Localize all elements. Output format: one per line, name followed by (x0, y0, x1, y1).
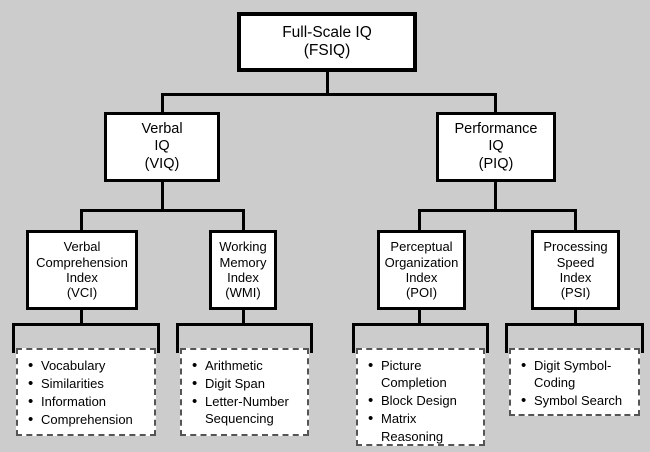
connector-drop-vci (80, 209, 83, 231)
list-item: Arithmetic (192, 356, 301, 376)
list-item: Vocabulary (28, 356, 148, 376)
list-item: Matrix Reasoning (368, 409, 477, 444)
node-verbal-iq-label: Verbal IQ (VIQ) (141, 121, 183, 172)
list-item: Similarities (28, 374, 148, 394)
subtest-items-wmi: Arithmetic Digit Span Letter-Number Sequ… (190, 356, 301, 428)
connector-drop-poi (418, 209, 421, 231)
connector-verbal-index-bus (80, 209, 245, 212)
node-vci-label: Verbal Comprehension Index (VCI) (36, 239, 128, 301)
node-poi-label: Perceptual Organization Index (POI) (384, 239, 459, 301)
connector-verbal-iq-stem (161, 182, 164, 210)
list-item: Letter-Number Sequencing (192, 392, 301, 427)
connector-drop-verbal-iq (161, 93, 164, 114)
connector-performance-index-bus (418, 209, 577, 212)
connector-tier2-bus (161, 93, 497, 96)
node-wmi-label: Working Memory Index (WMI) (219, 239, 267, 301)
bracket-psi (505, 323, 644, 353)
list-item: Information (28, 392, 148, 412)
connector-drop-psi (574, 209, 577, 231)
connector-poi-stem (418, 310, 421, 324)
subtest-items-vci: Vocabulary Similarities Information Comp… (26, 356, 148, 430)
list-item: Comprehension (28, 410, 148, 430)
node-vci[interactable]: Verbal Comprehension Index (VCI) (26, 230, 138, 310)
bracket-wmi (176, 323, 313, 353)
connector-drop-performance-iq (494, 93, 497, 114)
node-performance-iq-label: Performance IQ (PIQ) (454, 121, 538, 172)
subtest-list-poi[interactable]: Picture Completion Block Design Matrix R… (356, 348, 485, 446)
node-wmi[interactable]: Working Memory Index (WMI) (209, 230, 277, 310)
connector-vci-stem (80, 310, 83, 324)
list-item: Picture Completion (368, 356, 477, 391)
bracket-vci (12, 323, 160, 353)
node-poi[interactable]: Perceptual Organization Index (POI) (377, 230, 466, 310)
node-psi[interactable]: Processing Speed Index (PSI) (531, 230, 620, 310)
node-performance-iq[interactable]: Performance IQ (PIQ) (436, 112, 556, 182)
node-verbal-iq[interactable]: Verbal IQ (VIQ) (104, 112, 220, 182)
subtest-items-poi: Picture Completion Block Design Matrix R… (366, 356, 477, 445)
subtest-list-vci[interactable]: Vocabulary Similarities Information Comp… (16, 348, 156, 436)
node-full-scale-iq-label: Full-Scale IQ (FSIQ) (282, 23, 372, 59)
connector-performance-iq-stem (494, 182, 497, 210)
node-psi-label: Processing Speed Index (PSI) (543, 239, 608, 301)
list-item: Digit Span (192, 374, 301, 394)
subtest-list-wmi[interactable]: Arithmetic Digit Span Letter-Number Sequ… (180, 348, 309, 436)
list-item: Block Design (368, 391, 477, 411)
connector-wmi-stem (242, 310, 245, 324)
bracket-poi (352, 323, 489, 353)
subtest-items-psi: Digit Symbol-Coding Symbol Search (519, 356, 632, 411)
subtest-list-psi[interactable]: Digit Symbol-Coding Symbol Search (509, 348, 640, 416)
connector-root-stem (326, 72, 329, 96)
list-item: Digit Symbol-Coding (521, 356, 632, 391)
connector-psi-stem (574, 310, 577, 324)
connector-drop-wmi (242, 209, 245, 231)
node-full-scale-iq[interactable]: Full-Scale IQ (FSIQ) (237, 12, 417, 72)
list-item: Symbol Search (521, 391, 632, 411)
